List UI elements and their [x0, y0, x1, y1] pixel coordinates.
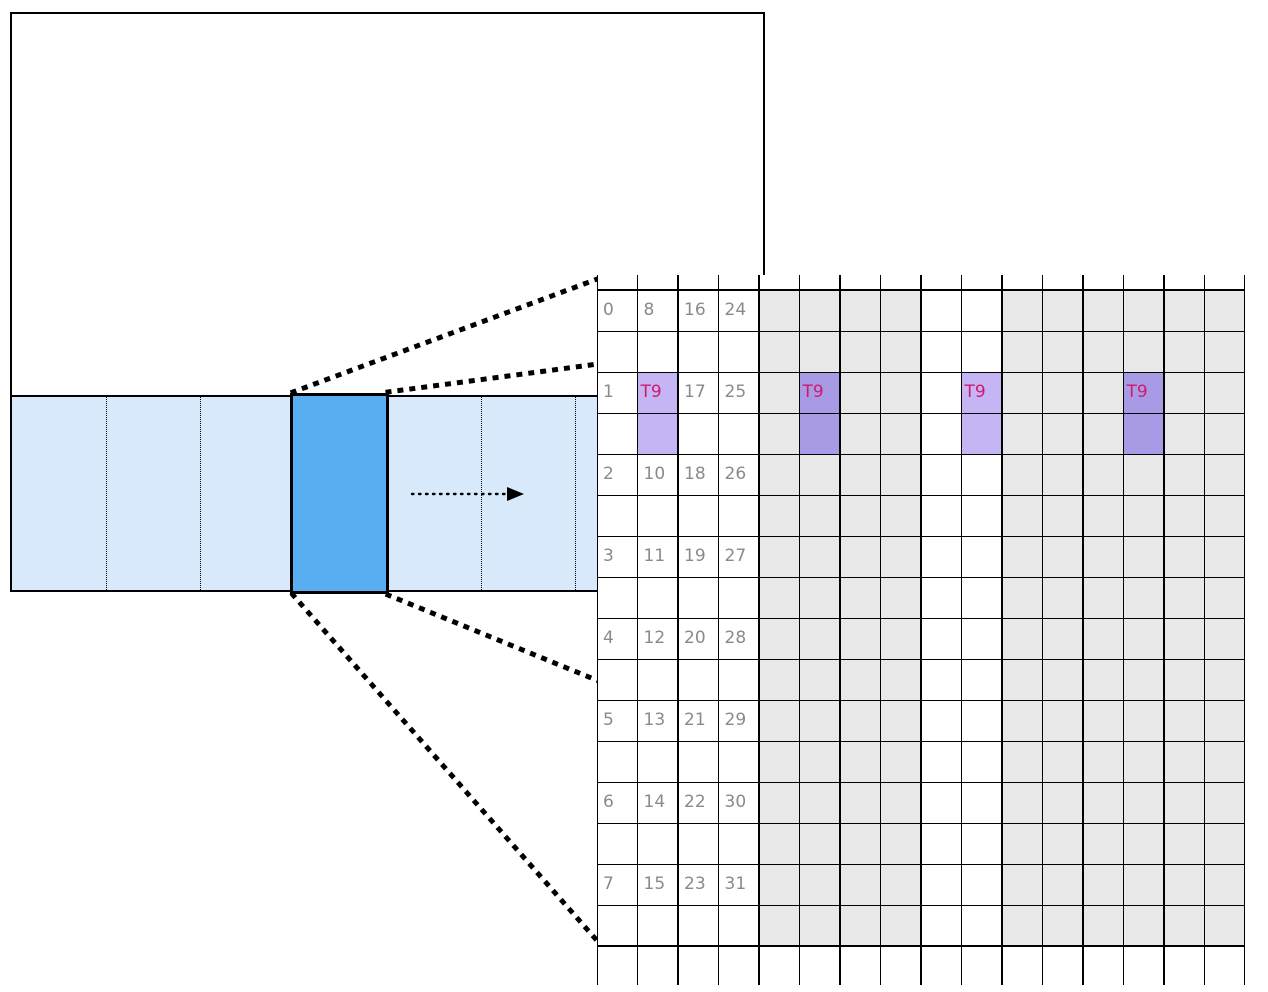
grid-row-line: [597, 371, 1245, 373]
grid-cell-number: 23: [684, 874, 706, 894]
grid-column-line: [1001, 275, 1003, 985]
grid-cell-number: 4: [603, 628, 614, 648]
highlighted-burst-section: [290, 393, 389, 594]
grid-row-line: [597, 699, 1245, 701]
grid-column-line: [1203, 275, 1206, 985]
grid-cell-number: 1: [603, 382, 614, 402]
grid-column-line: [677, 275, 679, 985]
grid-cell-number: 21: [684, 710, 706, 730]
grid-cell-number: 6: [603, 792, 614, 812]
strip-section-divider: [199, 397, 201, 590]
strip-section-divider: [574, 397, 576, 590]
grid-column-line: [1041, 275, 1044, 985]
grid-column-line: [798, 275, 801, 985]
grid-column-line: [597, 275, 599, 985]
grid-cell-number: 0: [603, 300, 614, 320]
grid-cell-number: 17: [684, 382, 706, 402]
grid-row-line: [597, 658, 1245, 660]
grid-cell-number: 10: [643, 464, 666, 484]
grid-row-line: [597, 904, 1245, 906]
thread-access-label: T9: [640, 382, 662, 402]
grid-column-line: [1122, 275, 1125, 985]
grid-row-line: [597, 740, 1245, 742]
grid-column-line: [636, 275, 639, 985]
strip-section-divider: [105, 397, 107, 590]
grid-column-line: [839, 275, 841, 985]
grid-row-line: [597, 576, 1245, 578]
grid-cell-number: 26: [724, 464, 747, 484]
grid-column-line: [960, 275, 963, 985]
grid-cell-number: 24: [724, 300, 747, 320]
grid-cell-number: 8: [643, 300, 655, 320]
grid-row-line: [597, 494, 1245, 496]
grid-row-line: [597, 863, 1245, 865]
callout-line-top-left: [289, 274, 604, 396]
grid-column-line: [717, 275, 720, 985]
grid-cell-number: 25: [724, 382, 747, 402]
grid-column-line: [1082, 275, 1084, 985]
grid-row-line: [597, 330, 1245, 332]
thread-access-label: T9: [964, 382, 986, 402]
grid-cell-number: 11: [643, 546, 666, 566]
grid-column-line: [1243, 275, 1245, 985]
grid-row-line: [597, 412, 1245, 414]
grid-column-line: [758, 275, 760, 985]
grid-cell-number: 27: [724, 546, 747, 566]
grid-cell-number: 5: [603, 710, 614, 730]
grid-column-line: [920, 275, 922, 985]
grid-cell-number: 19: [684, 546, 706, 566]
grid-cell-number: 2: [603, 464, 614, 484]
grid-cell-number: 15: [643, 874, 666, 894]
grid-cell-number: 16: [684, 300, 706, 320]
grid-cell-number: 12: [643, 628, 666, 648]
thread-access-label: T9: [1126, 382, 1148, 402]
grid-row-line: [597, 822, 1245, 824]
callout-line-bottom-left: [289, 591, 604, 948]
grid-bottom-rule: [597, 945, 1245, 948]
thread-access-label: T9: [802, 382, 824, 402]
grid-column-line: [879, 275, 882, 985]
grid-cell-number: 18: [684, 464, 706, 484]
grid-cell-number: 3: [603, 546, 614, 566]
grid-cell-number: 28: [724, 628, 747, 648]
grid-row-line: [597, 453, 1245, 455]
grid-cell-number: 31: [724, 874, 747, 894]
grid-top-rule: [597, 289, 1245, 292]
grid-cell-number: 20: [684, 628, 706, 648]
grid-cell-number: 22: [684, 792, 706, 812]
grid-row-line: [597, 535, 1245, 537]
grid-row-line: [597, 781, 1245, 783]
grid-cell-number: 13: [643, 710, 666, 730]
grid-column-line: [1163, 275, 1165, 985]
grid-cell-number: 7: [603, 874, 614, 894]
grid-cell-number: 14: [643, 792, 666, 812]
grid-cell-number: 29: [724, 710, 747, 730]
grid-row-line: [597, 617, 1245, 619]
access-direction-arrow-head: [507, 487, 524, 501]
grid-cell-number: 30: [724, 792, 747, 812]
